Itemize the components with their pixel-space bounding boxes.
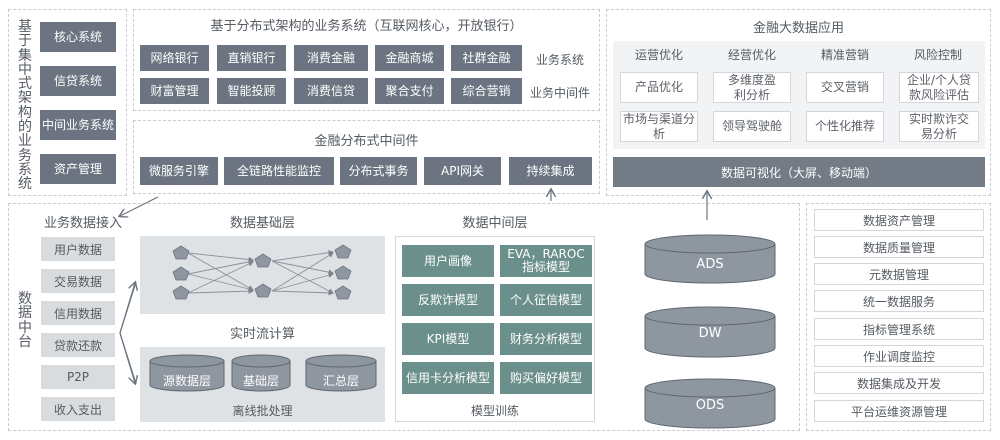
business-middleware-1: 财富管理 [140,78,209,104]
distributed-title: 基于分布式架构的业务系统（互联网核心，开放银行） [210,18,523,34]
db-dw: DW [698,326,722,341]
batch-cylinders [149,354,377,392]
app-realtime-fraud-analysis: 实时欺诈交易分析 [899,111,979,142]
batch-base-layer: 基础层 [242,374,279,388]
bigdata-title: 金融大数据应用 [752,20,844,36]
middleware-ci: 持续集成 [509,157,592,185]
mgmt-platform-ops: 平台运维资源管理 [814,400,984,422]
access-credit-data: 信用数据 [41,301,115,325]
business-middleware-label: 业务中间件 [530,85,591,100]
access-user-data: 用户数据 [41,237,115,261]
model-user-profile: 用户画像 [402,245,494,277]
access-loan-repayment: 贷款还款 [41,333,115,357]
business-middleware-4: 聚合支付 [375,78,444,104]
column-head-operations: 运营优化 [634,47,683,62]
middleware-title: 金融分布式中间件 [314,133,419,149]
db-cylinders [644,234,776,429]
business-middleware-3: 消费信贷 [294,78,368,104]
model-training-label: 模型训练 [470,404,519,418]
batch-processing-title: 离线批处理 [232,404,293,418]
data-management-panel [806,203,991,431]
data-visualization-bar: 数据可视化（大屏、移动端） [613,157,985,187]
column-head-risk: 风险控制 [913,47,962,62]
app-loan-risk-assessment: 企业/个人贷款风险评估 [899,72,979,103]
batch-summary-layer: 汇总层 [322,374,359,388]
mgmt-job-scheduling: 作业调度监控 [814,345,984,367]
db-ads: ADS [696,257,724,272]
business-system-label: 业务系统 [536,52,585,67]
model-financial-analysis: 财务分析模型 [500,323,592,355]
centralized-item-core: 核心系统 [40,22,116,52]
data-middle-layer-title: 数据中间层 [462,215,528,231]
middleware-distributed-transaction: 分布式事务 [340,157,417,185]
middleware-api-gateway: API网关 [424,157,501,185]
business-middleware-5: 综合营销 [451,78,522,104]
stream-compute-title: 实时流计算 [229,326,295,342]
column-head-marketing: 精准营销 [820,47,869,62]
data-platform-panel [8,203,800,431]
centralized-item-middle-business: 中间业务系统 [40,110,116,140]
centralized-systems-panel [8,9,127,196]
mgmt-data-asset: 数据资产管理 [814,209,984,231]
db-ods: ODS [695,398,725,413]
app-cross-marketing: 交叉营销 [806,72,884,103]
business-system-4: 金融商城 [375,45,444,71]
centralized-item-asset: 资产管理 [40,154,116,184]
middleware-microservice: 微服务引擎 [140,157,218,185]
distributed-systems-panel [133,9,600,111]
centralized-vertical-title: 基于集中式架构的业务系统 [18,19,32,193]
business-middleware-2: 智能投顾 [217,78,286,104]
model-personal-credit: 个人征信模型 [500,284,592,316]
business-system-3: 消费金融 [294,45,368,71]
business-system-5: 社群金融 [451,45,522,71]
data-base-layer-title: 数据基础层 [229,215,295,231]
batch-source-layer: 源数据层 [162,374,211,388]
app-product-optimization: 产品优化 [620,72,698,103]
business-system-1: 网络银行 [140,45,209,71]
stream-compute-network [172,244,352,300]
financial-middleware-panel [133,120,600,194]
model-kpi: KPI模型 [402,323,494,355]
mgmt-data-integration: 数据集成及开发 [814,372,984,394]
mgmt-metadata: 元数据管理 [814,263,984,285]
model-purchase-preference: 购买偏好模型 [500,362,592,394]
access-transaction-data: 交易数据 [41,269,115,293]
data-platform-vertical-title: 数据中台 [18,291,32,350]
access-p2p: P2P [41,365,115,389]
app-leadership-cockpit: 领导驾驶舱 [713,111,791,142]
app-multidim-profit-analysis: 多维度盈利分析 [713,72,791,103]
column-head-business: 经营优化 [727,47,776,62]
business-data-access-title: 业务数据接入 [43,215,122,231]
model-anti-fraud: 反欺诈模型 [402,284,494,316]
mgmt-data-quality: 数据质量管理 [814,236,984,258]
centralized-item-credit: 信贷系统 [40,66,116,96]
access-income-expense: 收入支出 [41,397,115,421]
app-market-channel-analysis: 市场与渠道分析 [620,111,698,142]
middleware-apm: 全链路性能监控 [224,157,334,185]
mgmt-unified-service: 统一数据服务 [814,290,984,312]
app-personalized-recommendation: 个性化推荐 [806,111,884,142]
model-credit-card: 信用卡分析模型 [402,362,494,394]
business-system-2: 直销银行 [217,45,286,71]
mgmt-indicator-system: 指标管理系统 [814,318,984,340]
model-eva-raroc: EVA，RAROC指标模型 [500,245,592,277]
bigdata-apps-panel [606,9,991,196]
